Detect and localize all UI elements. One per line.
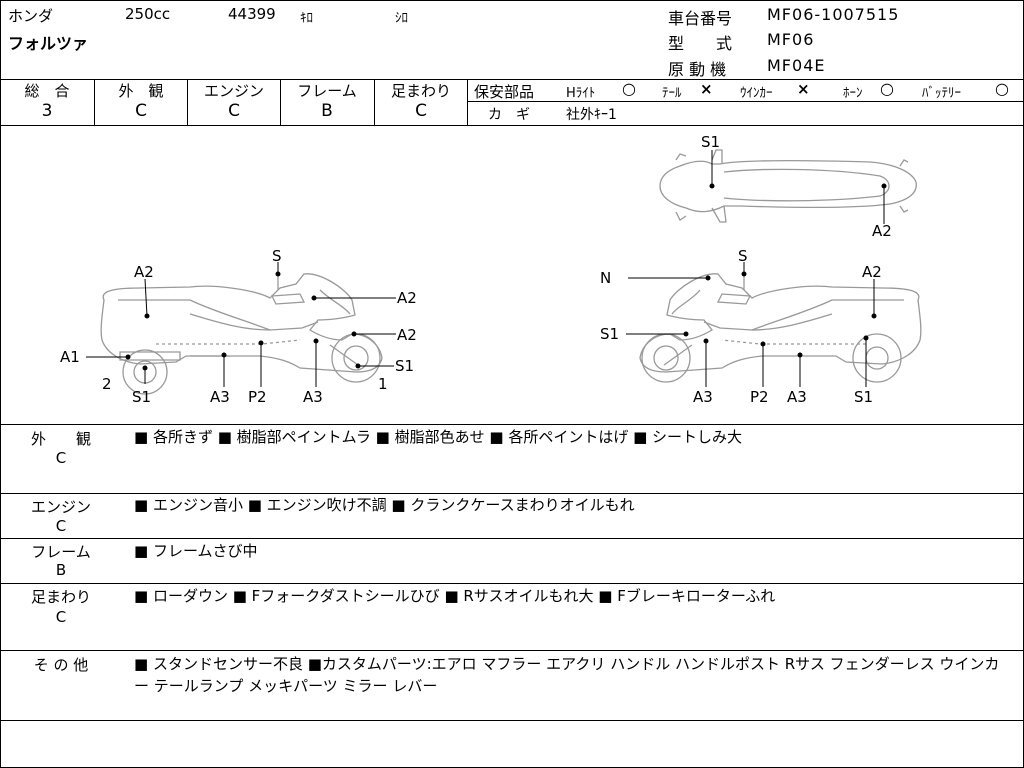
divider: [0, 424, 1024, 425]
label-a1: A1: [60, 348, 80, 366]
key-label: カ ギ: [488, 107, 530, 123]
safety-battery-mark: ○: [995, 79, 1009, 98]
label-a3: A3: [693, 388, 713, 406]
label-a3: A3: [787, 388, 807, 406]
label-s1: S1: [132, 388, 151, 406]
engine-label: 原 動 機: [668, 60, 727, 79]
divider: [0, 650, 1024, 651]
divider: [94, 79, 95, 125]
label-s1: S1: [395, 357, 414, 375]
safety-winker-mark: ×: [797, 80, 810, 98]
model-name: フォルツァ: [8, 34, 89, 53]
label-a2: A2: [397, 326, 417, 344]
frame-no-label: 車台番号: [668, 9, 733, 28]
grade-value-exterior: C: [135, 101, 147, 121]
safety-headlight-mark: ○: [622, 79, 636, 98]
divider: [0, 493, 1024, 494]
condition-grade: C: [55, 449, 67, 467]
color: ｼﾛ: [395, 11, 408, 26]
divider: [0, 720, 1024, 721]
divider: [0, 583, 1024, 584]
grade-value-engine: C: [228, 101, 240, 121]
label-num-1: 1: [378, 375, 388, 393]
grade-value-suspension: C: [415, 101, 427, 121]
label-s: S: [738, 247, 748, 265]
condition-label: そ の 他: [33, 656, 89, 674]
safety-battery-label: ﾊﾞｯﾃﾘｰ: [922, 86, 961, 101]
safety-title: 保安部品: [474, 83, 535, 101]
scooter-left-outline: [100, 272, 383, 395]
safety-horn-mark: ○: [880, 79, 894, 98]
divider: [0, 538, 1024, 539]
label-a2: A2: [397, 289, 417, 307]
label-s1: S1: [701, 133, 720, 151]
condition-grade: C: [55, 608, 67, 626]
grade-label-overall: 総 合: [24, 82, 70, 100]
condition-label: エンジン: [30, 498, 91, 516]
label-p2: P2: [750, 388, 769, 406]
frame-no: MF06-1007515: [767, 5, 900, 24]
grade-label-engine: エンジン: [203, 82, 264, 100]
engine-value: MF04E: [767, 56, 826, 75]
type-value: MF06: [767, 30, 815, 49]
condition-text: ■ 各所きず ■ 樹脂部ペイントムラ ■ 樹脂部色あせ ■ 各所ペイントはげ ■…: [134, 428, 743, 446]
condition-text: ■ スタンドセンサー不良 ■カスタムパーツ:エアロ マフラー エアクリ ハンドル…: [134, 655, 1000, 695]
divider: [187, 79, 188, 125]
scooter-top-outline: [659, 149, 917, 223]
divider: [0, 125, 1024, 126]
scooter-right-outline: [639, 272, 922, 383]
displacement: 250cc: [125, 5, 171, 23]
condition-text: ■ エンジン音小 ■ エンジン吹け不調 ■ クランクケースまわりオイルもれ: [134, 496, 635, 514]
label-a3: A3: [303, 388, 323, 406]
safety-tail-label: ﾃｰﾙ: [662, 86, 682, 101]
grade-label-exterior: 外 観: [118, 82, 164, 100]
diagram-svg: A2 S A2 A2 S1 A1 2 1 S1 A3 P2 A3 N S A2 …: [60, 133, 922, 406]
condition-text: ■ ローダウン ■ Fフォークダストシールひび ■ Rサスオイルもれ大 ■ Fブ…: [134, 587, 776, 605]
label-a2: A2: [872, 222, 892, 240]
label-s1: S1: [600, 325, 619, 343]
label-n: N: [600, 269, 611, 287]
divider: [374, 79, 375, 125]
label-num-2: 2: [102, 375, 112, 393]
condition-text: ■ フレームさび中: [134, 542, 258, 560]
divider: [280, 79, 281, 125]
label-s1: S1: [854, 388, 873, 406]
key-value: 社外ｷｰ1: [566, 107, 617, 123]
type-label: 型 式: [668, 34, 733, 53]
condition-label: フレーム: [31, 543, 91, 561]
condition-label: 外 観: [30, 430, 91, 448]
label-s: S: [272, 247, 282, 265]
condition-grade: C: [55, 517, 67, 535]
divider: [467, 101, 1024, 102]
label-a2: A2: [134, 263, 154, 281]
condition-grade: B: [55, 561, 67, 579]
divider: [0, 79, 1024, 80]
divider: [467, 79, 468, 125]
grade-value-frame: B: [321, 101, 333, 121]
grade-value-overall: 3: [41, 101, 53, 121]
maker: ホンダ: [8, 7, 54, 25]
safety-horn-label: ﾎｰﾝ: [843, 86, 863, 101]
safety-winker-label: ｳｲﾝｶｰ: [740, 86, 773, 101]
mileage-unit: ｷﾛ: [300, 11, 313, 26]
grade-label-suspension: 足まわり: [390, 82, 451, 100]
label-p2: P2: [248, 388, 267, 406]
damage-diagram: A2 S A2 A2 S1 A1 2 1 S1 A3 P2 A3 N S A2 …: [0, 126, 1024, 424]
safety-headlight-label: Hﾗｲﾄ: [566, 86, 596, 101]
label-a3: A3: [210, 388, 230, 406]
grade-label-frame: フレーム: [297, 82, 357, 100]
label-a2: A2: [862, 263, 882, 281]
safety-tail-mark: ×: [700, 80, 713, 98]
condition-label: 足まわり: [30, 588, 91, 606]
mileage: 44399: [228, 5, 276, 23]
